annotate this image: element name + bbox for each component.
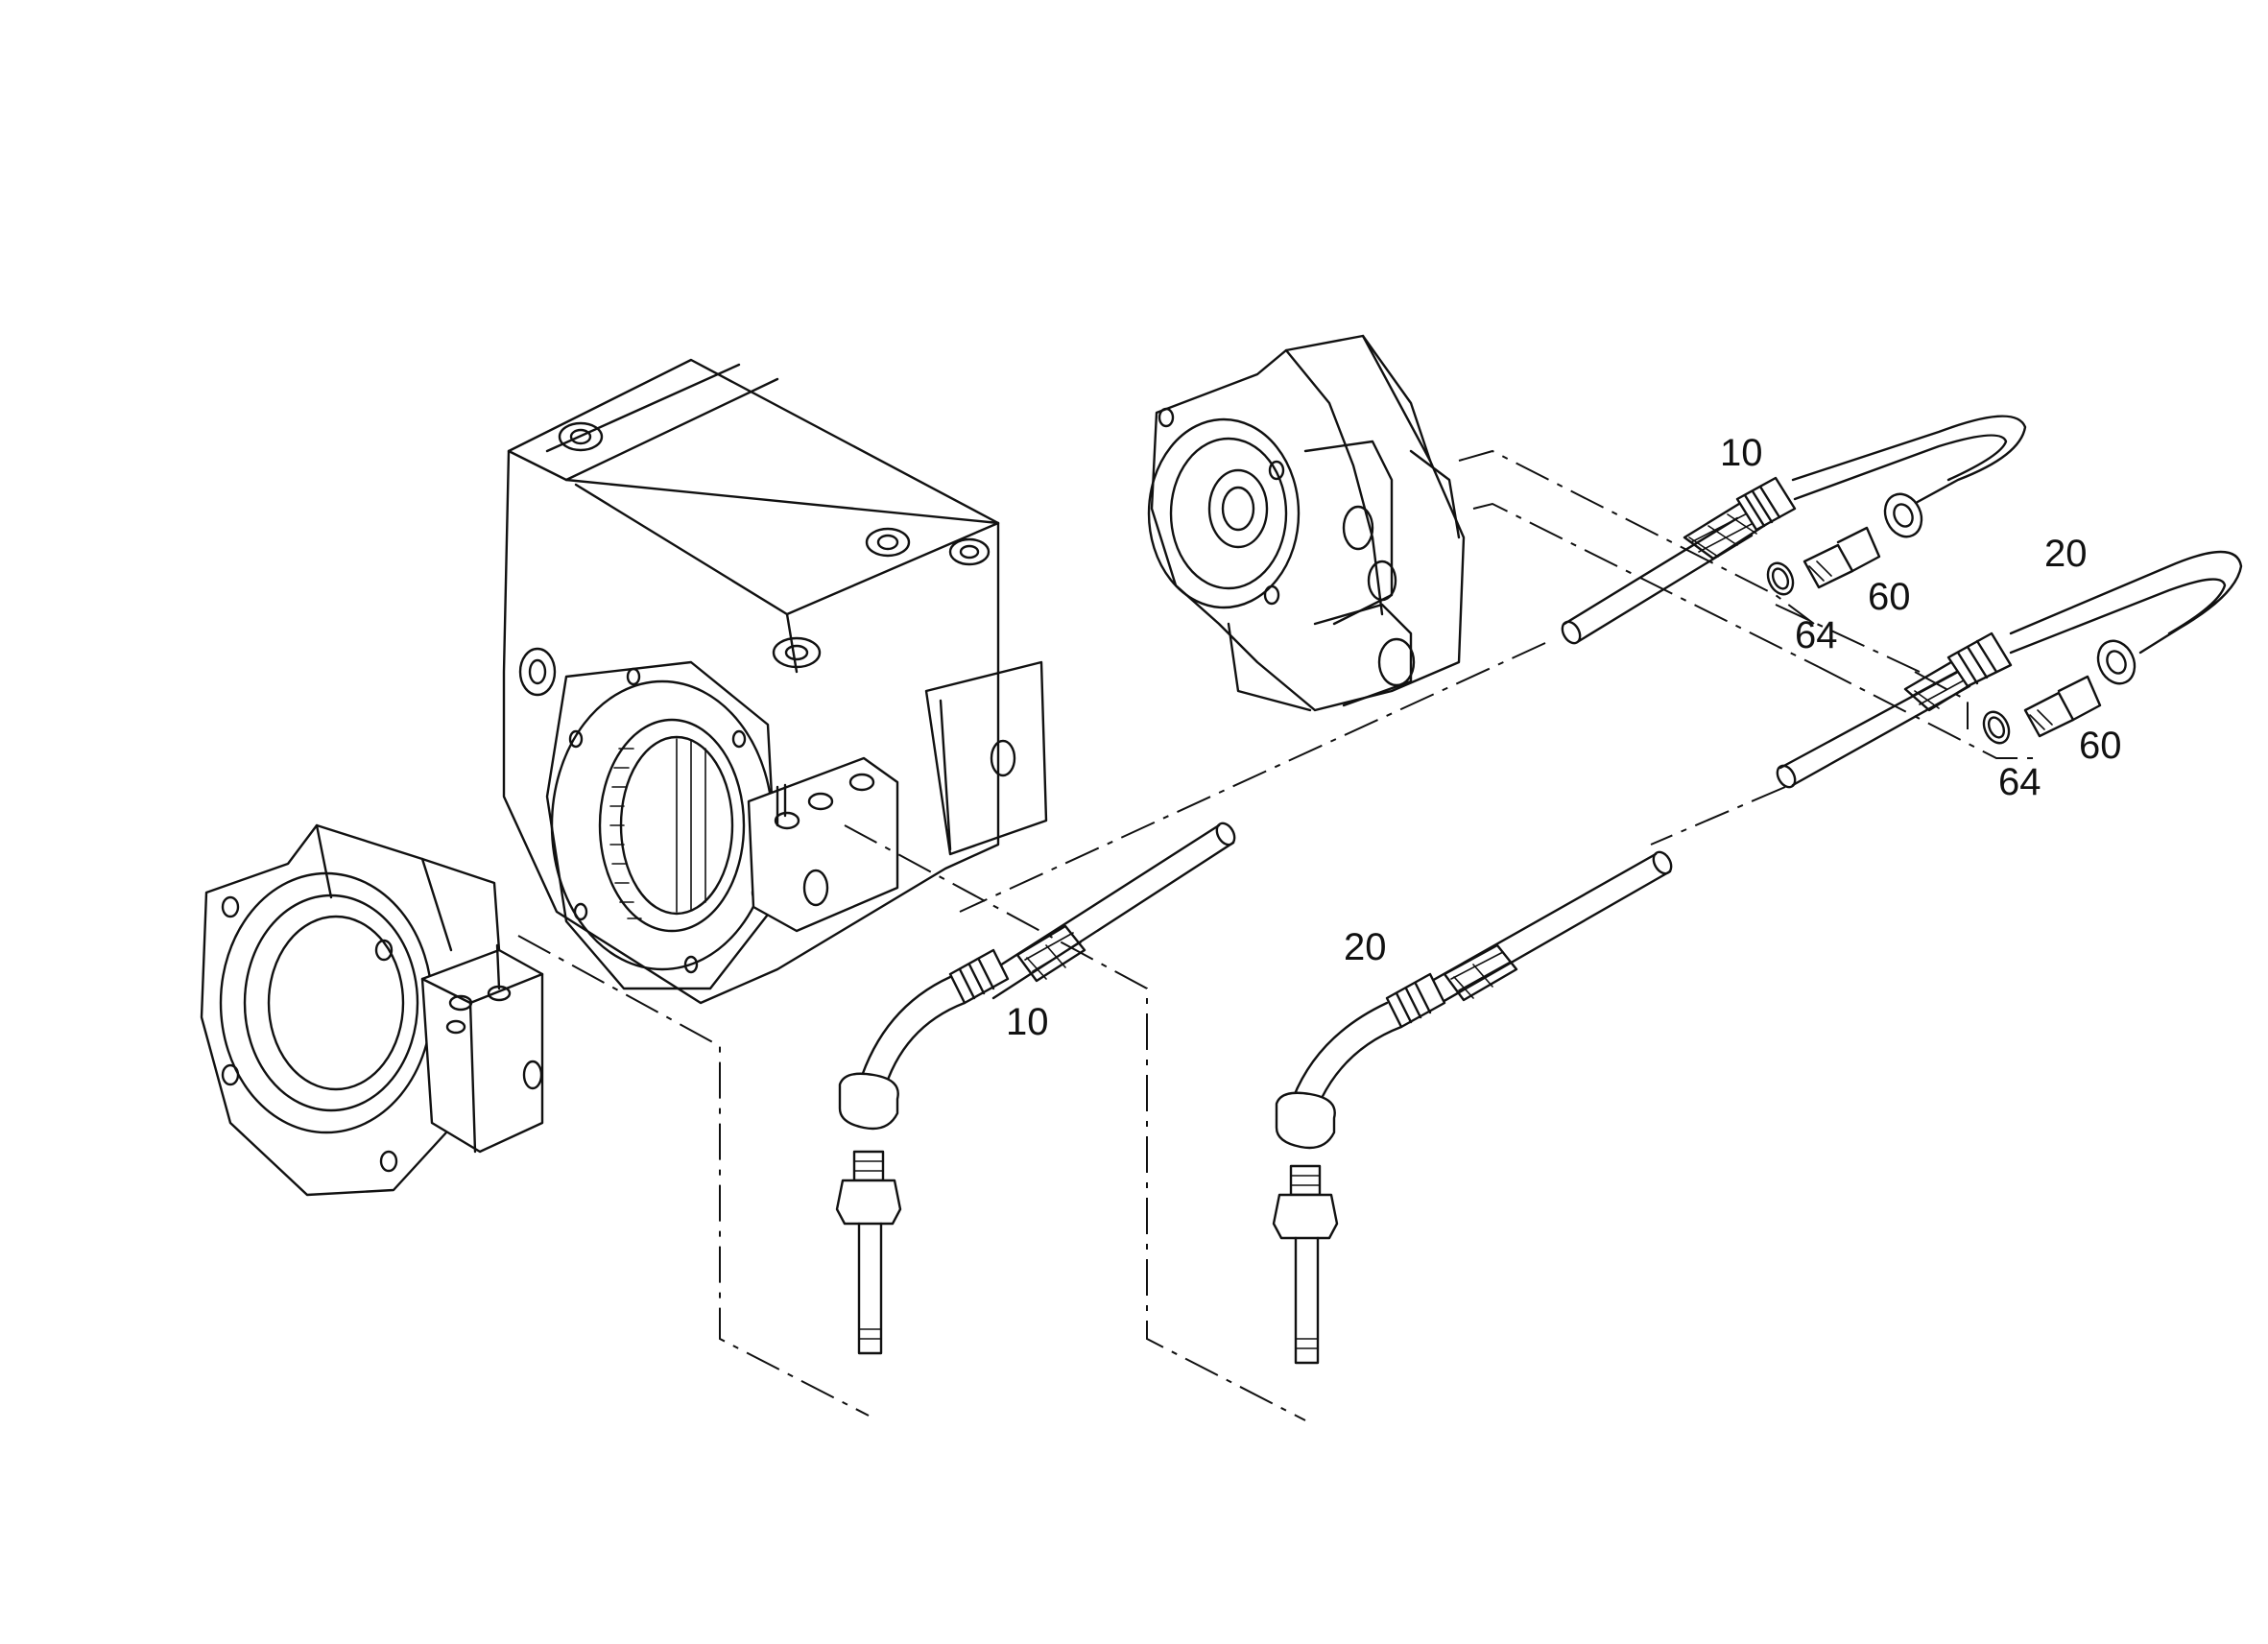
callout-64-lower: 64 [1998, 761, 2041, 803]
fitting-group-lower [1982, 639, 2137, 745]
callout-20-lower: 20 [1344, 926, 1387, 968]
assembly-leader-lines [517, 449, 2035, 1421]
fitting-group-upper [1766, 492, 1923, 596]
callout-64-upper: 64 [1795, 614, 1838, 656]
gearbox-housing [502, 358, 1048, 1005]
flange-adapter [200, 823, 544, 1197]
callout-60-lower: 60 [2079, 725, 2122, 767]
callout-60-upper: 60 [1868, 576, 1911, 618]
hose-20-lower [1272, 850, 1673, 1365]
callout-10-lower: 10 [1006, 1001, 1049, 1043]
hose-10-lower [835, 822, 1236, 1355]
part-callouts: 10 20 60 64 60 64 20 10 [1006, 432, 2122, 1043]
pump-unit [1147, 334, 1466, 712]
port-block [747, 756, 899, 933]
hose-10-upper [1561, 415, 2027, 645]
callout-20-upper: 20 [2044, 533, 2088, 575]
hose-20-upper [1776, 550, 2243, 789]
callout-10-upper: 10 [1720, 432, 1763, 474]
